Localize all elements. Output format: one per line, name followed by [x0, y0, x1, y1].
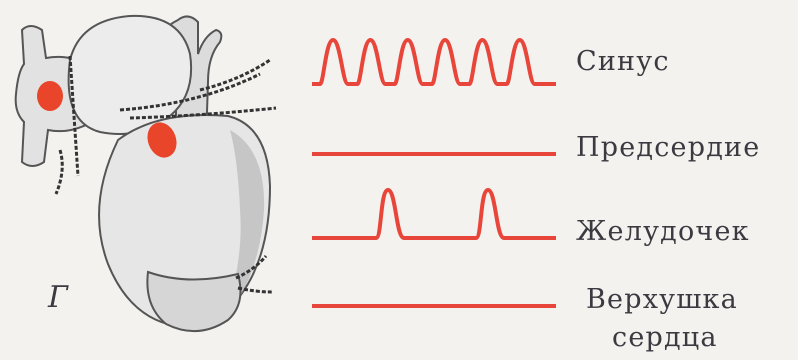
- label-atrium: Предсердие: [576, 132, 760, 163]
- label-sinus: Синус: [576, 46, 670, 77]
- label-ventricle: Желудочек: [576, 216, 750, 247]
- traces: [312, 40, 556, 306]
- label-apex-line1: Верхушка: [586, 284, 738, 315]
- label-apex-line2: сердца: [612, 322, 718, 353]
- figure-letter: Г: [48, 280, 68, 315]
- sinus-node: [37, 81, 63, 111]
- ventricle-trace: [312, 190, 556, 238]
- sinus-trace: [312, 40, 556, 84]
